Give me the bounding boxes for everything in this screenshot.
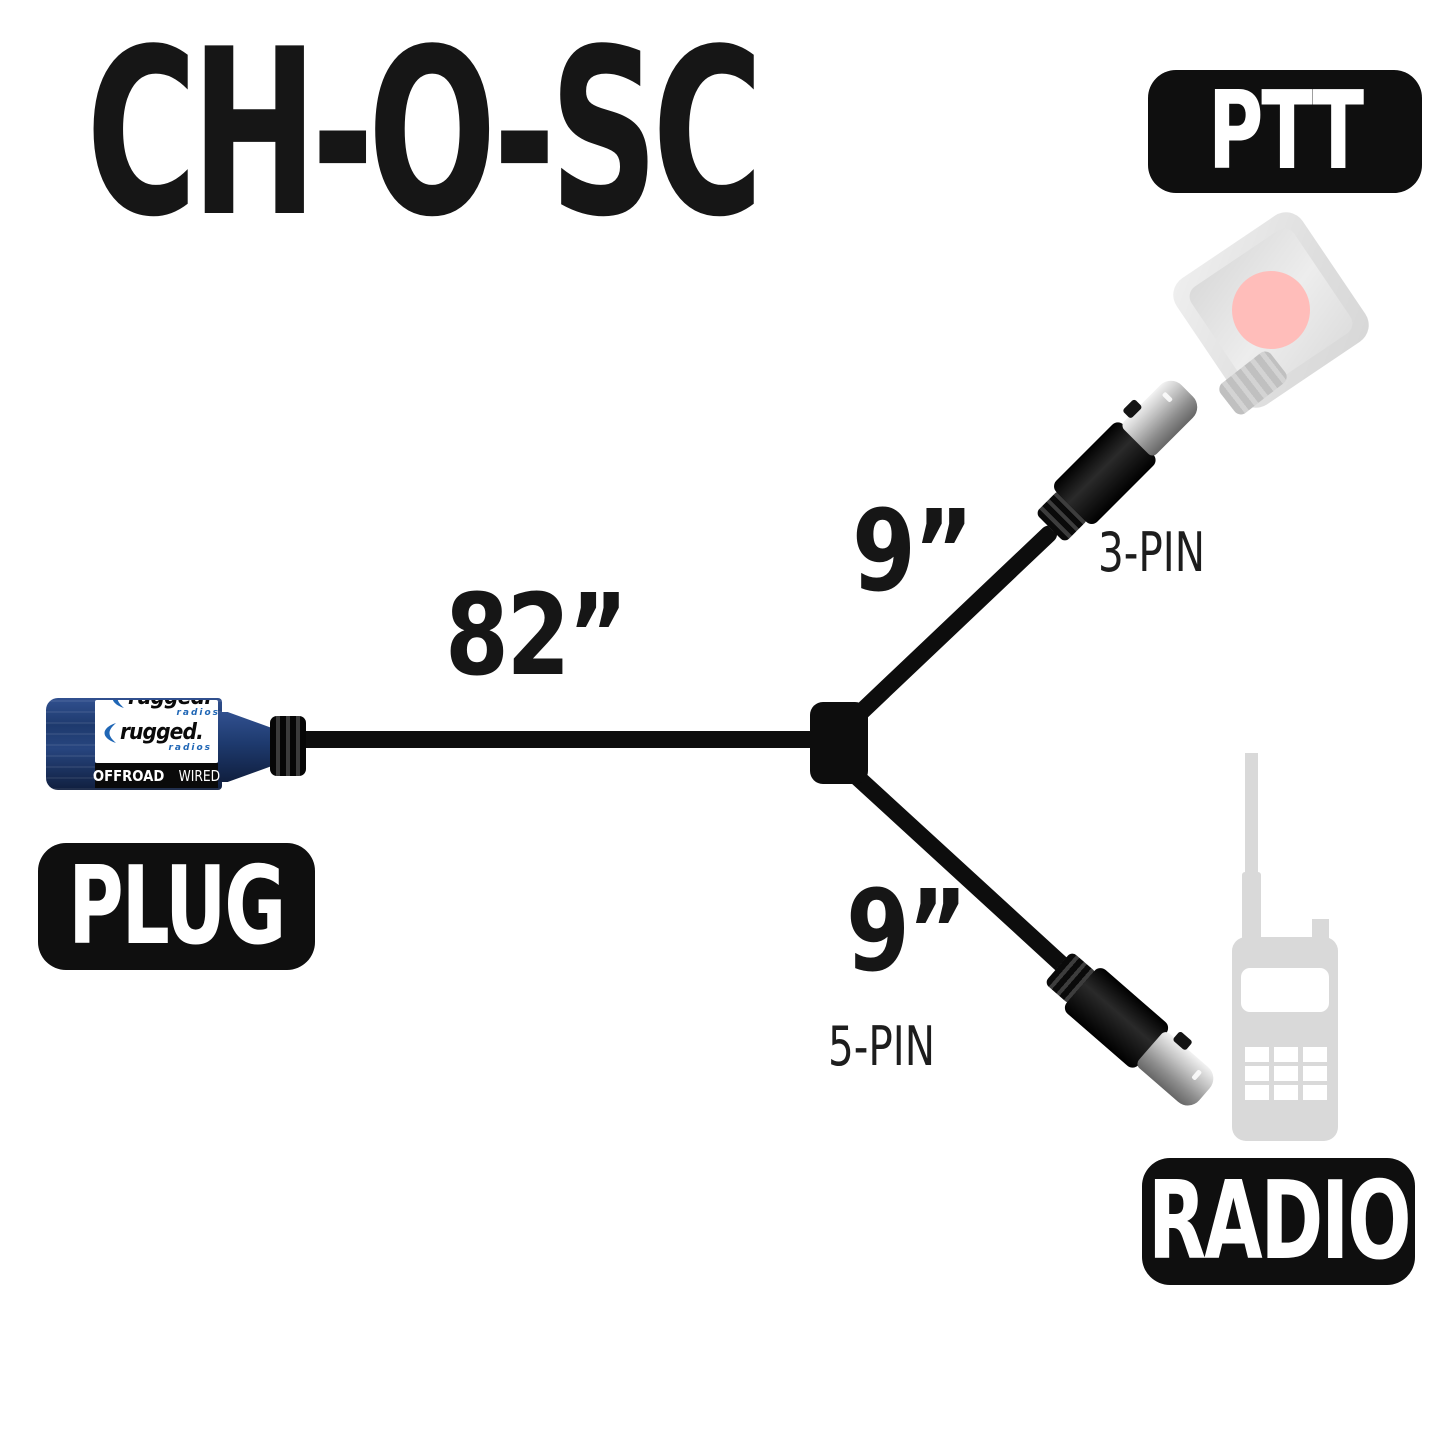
ptt-label-plate: PTT [1148, 70, 1422, 193]
rugged-radios-logo: rugged. radios [103, 720, 210, 753]
rugged-wordmark: rugged. [120, 720, 204, 745]
upper-branch-length: 9” [852, 487, 974, 617]
five-pin-label: 5-PIN [828, 1015, 936, 1078]
main-cable-length: 82” [445, 571, 628, 701]
radio-key [1303, 1066, 1327, 1081]
plug-label-plate: PLUG [38, 843, 315, 970]
connector-slot [1191, 1069, 1203, 1081]
y-splitter-junction [810, 702, 868, 784]
radio-antenna-base [1242, 872, 1261, 940]
wired-text: WIRED [178, 766, 221, 785]
connector-slot [1161, 391, 1174, 403]
main-cable [296, 731, 818, 748]
rugged-swoosh-icon [112, 700, 124, 708]
radio-label-text: RADIO [1147, 1158, 1411, 1284]
handheld-radio-illustration [1232, 748, 1342, 1148]
product-title: CH-O-SC [86, 1, 763, 268]
ptt-red-button-icon [1216, 255, 1326, 365]
rugged-radios-logo: rugged. radios [111, 700, 218, 718]
lower-branch-length: 9” [846, 867, 968, 997]
radio-keypad [1245, 1047, 1327, 1100]
radio-key [1274, 1066, 1298, 1081]
connector-latch [1172, 1030, 1193, 1051]
five-pin-connector [1039, 945, 1223, 1116]
rugged-wordmark: rugged. [128, 700, 212, 709]
radio-body [1232, 937, 1338, 1141]
radios-wordmark: radios [168, 743, 213, 753]
radio-key [1245, 1085, 1269, 1100]
plug-taper [218, 712, 274, 782]
radio-screen [1241, 968, 1329, 1012]
offroad-wired-band: OFFROAD WIRED [92, 763, 221, 788]
radio-key [1245, 1047, 1269, 1062]
ptt-label-text: PTT [1207, 68, 1364, 194]
plug-white-label: rugged. radios rugged. radios [95, 700, 218, 763]
radio-key [1245, 1066, 1269, 1081]
radio-key [1274, 1085, 1298, 1100]
three-pin-label: 3-PIN [1098, 521, 1206, 584]
radio-knob [1312, 919, 1329, 939]
radio-key [1274, 1047, 1298, 1062]
plug-strain-relief [270, 716, 306, 776]
offroad-plug-illustration: rugged. radios rugged. radios OFFROAD WI… [46, 694, 316, 794]
connector-latch [1122, 398, 1143, 420]
ptt-button-illustration [1165, 204, 1400, 463]
radio-key [1303, 1085, 1327, 1100]
plug-label-text: PLUG [68, 843, 287, 969]
rugged-swoosh-icon [104, 723, 116, 743]
offroad-text: OFFROAD [92, 766, 165, 785]
radio-label-plate: RADIO [1142, 1158, 1415, 1285]
radio-key [1303, 1047, 1327, 1062]
radios-wordmark: radios [176, 708, 218, 718]
radio-antenna-tip [1245, 753, 1258, 875]
